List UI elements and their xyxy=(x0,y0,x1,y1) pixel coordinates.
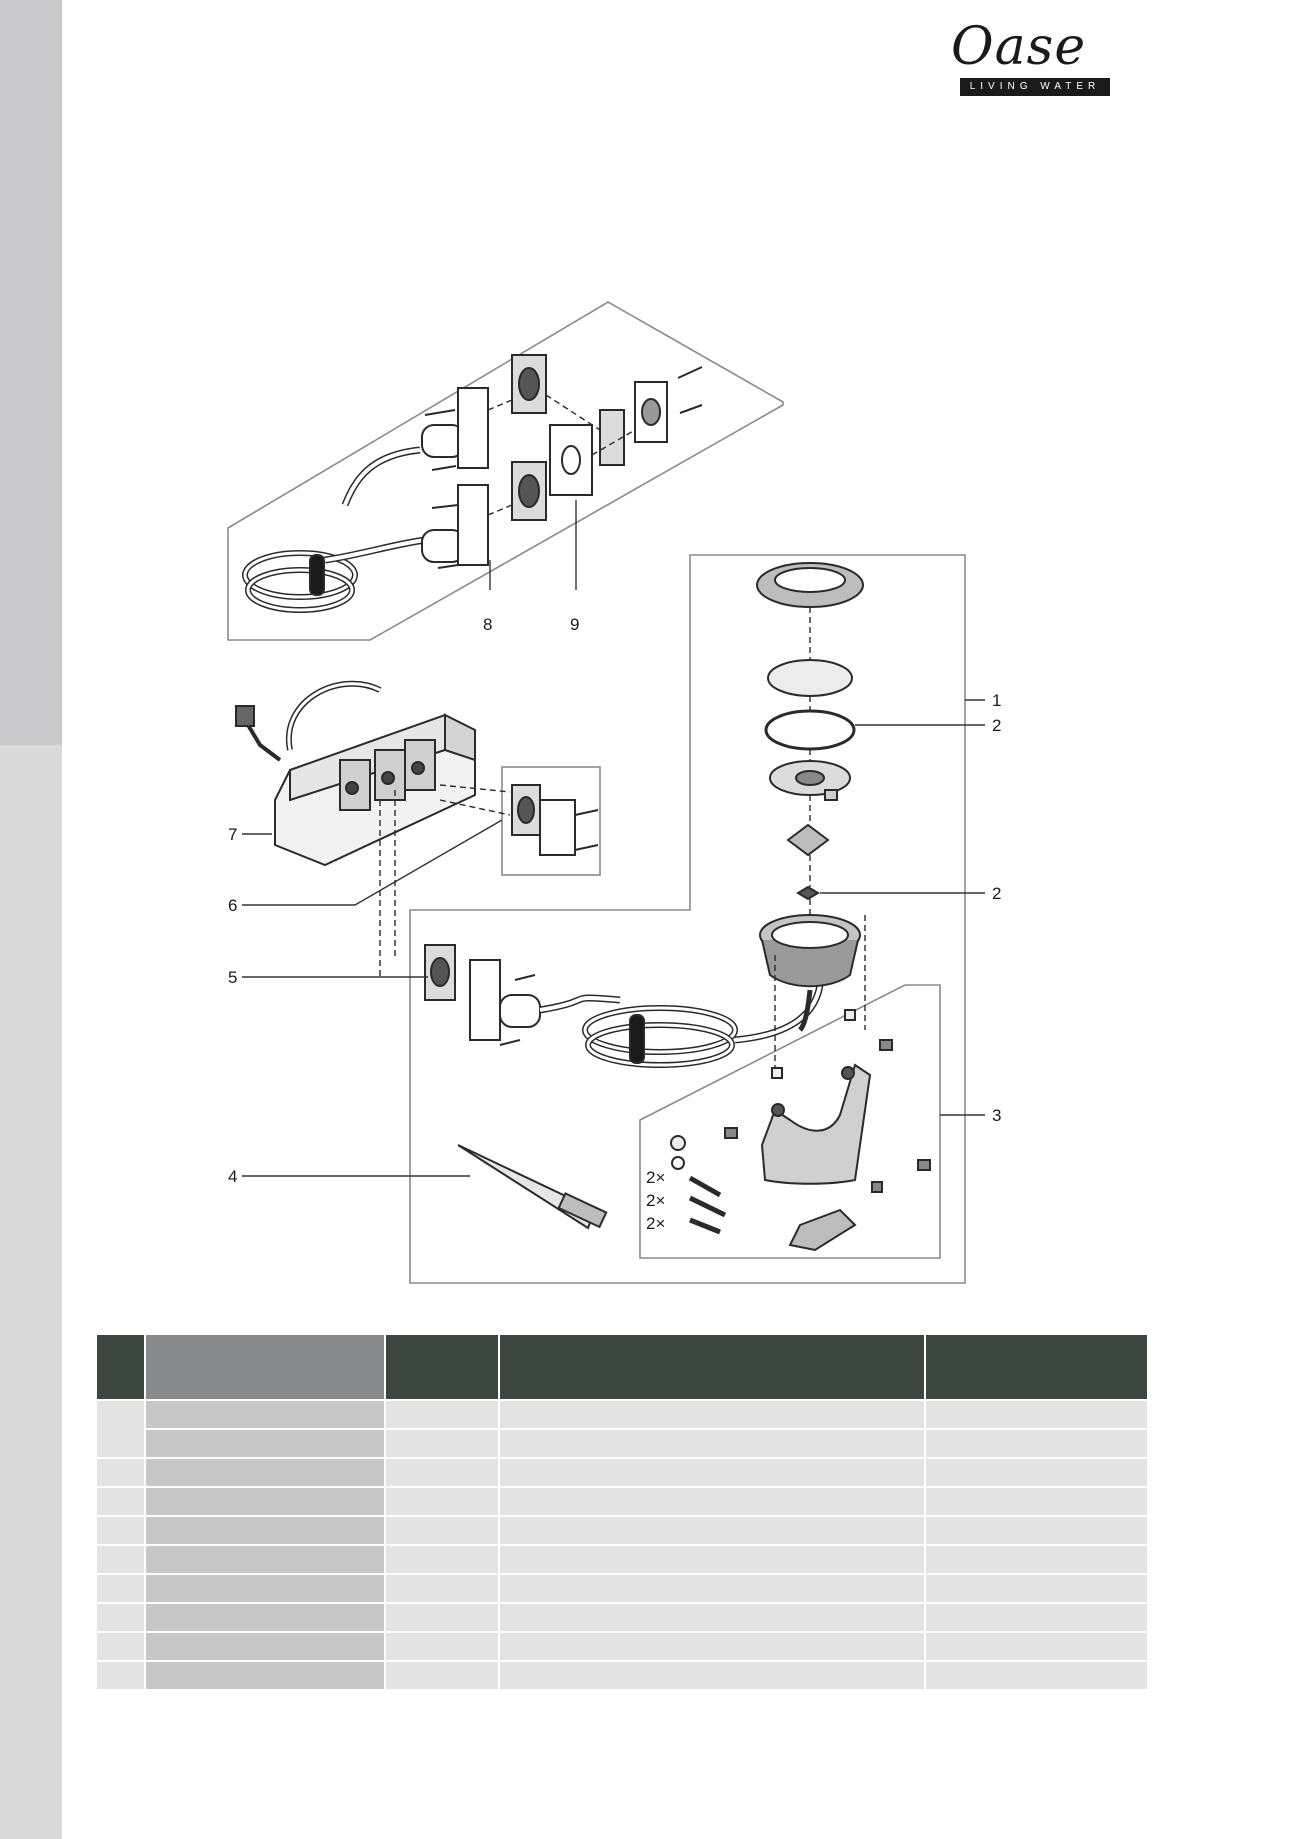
quantity-label-2: 2× xyxy=(646,1191,665,1210)
plug-connector-part-5 xyxy=(424,944,824,1068)
exploded-parts-drawing: 8 9 1 2 7 6 2 5 3 4 2× 2× 2× xyxy=(227,301,1001,1284)
oase-logo: Oase LIVING WATER xyxy=(945,18,1120,100)
callout-2-upper: 2 xyxy=(992,716,1001,735)
table-row xyxy=(95,1399,1149,1459)
mounting-bracket-part-3 xyxy=(670,1009,931,1252)
cable-connector-kit-part-8 xyxy=(242,354,703,613)
header-cell-description xyxy=(498,1333,926,1401)
quantity-label-1: 2× xyxy=(646,1168,665,1187)
callout-9: 9 xyxy=(570,615,579,634)
header-cell-qty xyxy=(384,1333,500,1401)
quantity-label-3: 2× xyxy=(646,1214,665,1233)
header-cell-name xyxy=(144,1333,386,1401)
header-cell-pos xyxy=(95,1333,146,1401)
side-tab-highlight xyxy=(0,0,62,745)
table-row xyxy=(95,1631,1149,1662)
spotlight-kit-outline xyxy=(409,554,966,1284)
connector-kit-outline xyxy=(501,766,601,876)
table-row xyxy=(95,1573,1149,1604)
callout-7: 7 xyxy=(228,825,237,844)
callout-5: 5 xyxy=(228,968,237,987)
spare-parts-table xyxy=(95,1333,1149,1691)
header-cell-article xyxy=(924,1333,1149,1401)
table-header-row xyxy=(95,1333,1149,1401)
table-row xyxy=(95,1602,1149,1633)
table-row xyxy=(95,1544,1149,1575)
callout-2-lower: 2 xyxy=(992,884,1001,903)
callout-1: 1 xyxy=(992,691,1001,710)
callout-8: 8 xyxy=(483,615,492,634)
spotlight-assembly-part-1 xyxy=(756,562,864,1032)
connector-seal-part-6 xyxy=(511,784,599,856)
table-row xyxy=(96,1428,1149,1459)
table-row xyxy=(95,1457,1149,1488)
callout-4: 4 xyxy=(228,1167,237,1186)
logo-wordmark: Oase xyxy=(951,17,1087,77)
table-row xyxy=(95,1660,1149,1691)
callout-6: 6 xyxy=(228,896,237,915)
table-row xyxy=(95,1486,1149,1517)
junction-box-part-7 xyxy=(235,680,476,867)
ground-spike-part-4 xyxy=(457,1144,608,1230)
logo-tagline: LIVING WATER xyxy=(960,78,1110,96)
table-row xyxy=(95,1515,1149,1546)
cable-kit-outline xyxy=(227,301,784,641)
bracket-kit-outline xyxy=(639,984,941,1259)
callout-3: 3 xyxy=(992,1106,1001,1125)
side-margin-strip xyxy=(0,745,62,1839)
